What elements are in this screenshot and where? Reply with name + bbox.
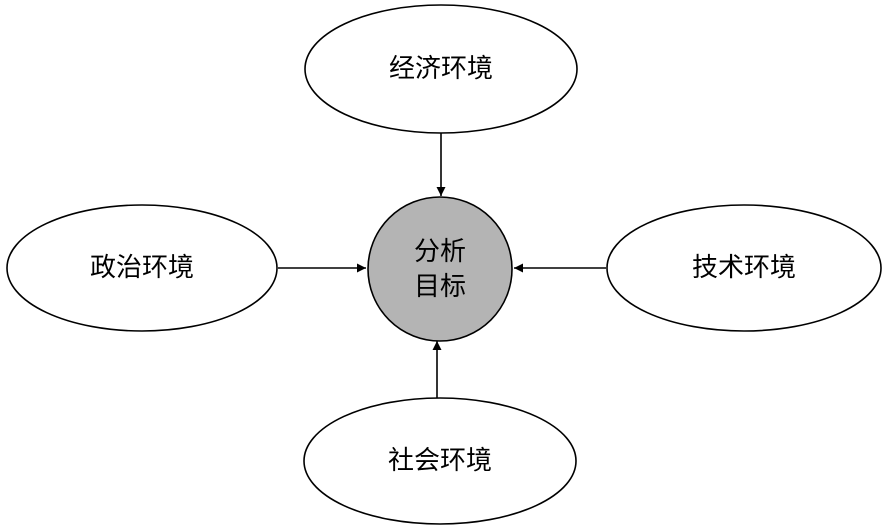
center-label-line2: 目标 — [414, 272, 466, 302]
node-economic-label: 经济环境 — [389, 54, 493, 84]
center-circle — [367, 196, 513, 342]
node-technology: 技术环境 — [606, 204, 882, 332]
node-social: 社会环境 — [303, 397, 577, 525]
node-social-label: 社会环境 — [388, 446, 492, 476]
node-technology-label: 技术环境 — [692, 253, 796, 283]
node-political: 政治环境 — [6, 204, 278, 332]
center-label-line1: 分析 — [414, 237, 466, 267]
node-political-label: 政治环境 — [90, 253, 194, 283]
node-economic: 经济环境 — [304, 4, 578, 134]
node-center-target: 分析 目标 — [367, 196, 513, 342]
